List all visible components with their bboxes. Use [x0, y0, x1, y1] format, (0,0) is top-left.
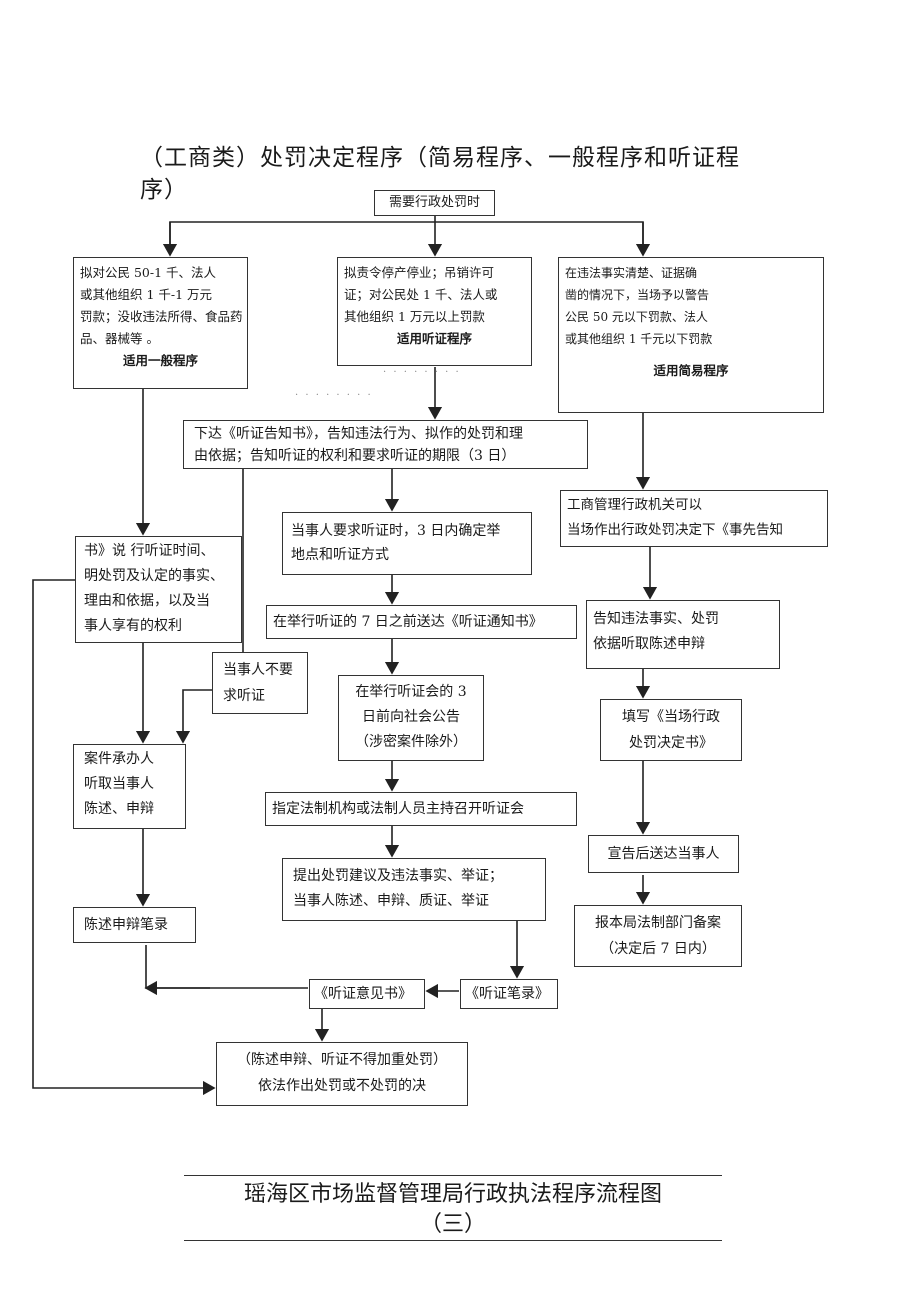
node-hearing-label: 适用听证程序 — [396, 331, 472, 346]
node-onsite-decide-line-1: 工商管理行政机关可以 — [567, 497, 702, 513]
node-hearing-notice-line-1: 下达《听证告知书》，告知违法行为、拟作的处罚和理 — [194, 426, 523, 442]
node-general: 拟对公民 50-1 千、法人 或其他组织 1 千-1 万元 罚款；没收违法所得、… — [73, 257, 248, 389]
node-hearing-line-1: 拟责令停产停业；吊销许可 — [344, 265, 495, 280]
node-deliver-label: 宣告后送达当事人 — [607, 846, 720, 862]
footer-caption: 瑶海区市场监督管理局行政执法程序流程图 （三） — [184, 1175, 722, 1241]
node-onsite-decide: 工商管理行政机关可以 当场作出行政处罚决定下《事先告知 — [560, 490, 828, 547]
node-hearing-record-label: 《听证笔录》 — [465, 986, 549, 1002]
page-title: （工商类）处罚决定程序（简易程序、一般程序和听证程 序） — [140, 142, 780, 206]
node-general-line-4: 品、器械等 。 — [80, 331, 159, 346]
node-hearing-notice-line-2: 由依据；告知听证的权利和要求听证的期限（3 日） — [194, 448, 516, 464]
node-fill-form: 填写《当场行政 处罚决定书》 — [600, 699, 742, 761]
node-inform-facts-line-1: 告知违法事实、处罚 — [593, 611, 719, 627]
dotted-mark: . . . . . . . . — [383, 364, 461, 375]
node-general-label: 适用一般程序 — [122, 353, 198, 368]
title-line-1: （工商类）处罚决定程序（简易程序、一般程序和听证程 — [140, 145, 740, 171]
node-public-notice: 在举行听证会的 3 日前向社会公告 （涉密案件除外） — [338, 675, 484, 761]
node-onsite-decide-line-2: 当场作出行政处罚决定下《事先告知 — [567, 522, 783, 538]
node-report: 报本局法制部门备案 （决定后 7 日内） — [574, 905, 742, 967]
node-hearing-line-2: 证；对公民处 1 千、法人或 — [344, 287, 498, 302]
node-hearing-line-3: 其他组织 1 万元以上罚款 — [344, 309, 485, 324]
node-simple-line-2: 凿的情况下，当场予以警告 — [565, 288, 710, 302]
dotted-mark: . . . . . . . . — [295, 387, 373, 398]
node-fill-form-line-1: 填写《当场行政 — [622, 709, 720, 725]
node-no-hearing-line-1: 当事人不要 — [223, 662, 293, 678]
node-general-notice-line-1: 书》说 行听证时间、 — [84, 543, 215, 559]
node-party-request-line-1: 当事人要求听证时，3 日内确定举 — [291, 523, 501, 539]
node-general-line-3: 罚款；没收违法所得、食品药 — [80, 309, 243, 324]
node-no-hearing: 当事人不要 求听证 — [212, 652, 308, 714]
node-present-evidence: 提出处罚建议及违法事实、举证； 当事人陈述、申辩、质证、举证 — [282, 858, 546, 921]
node-no-hearing-line-2: 求听证 — [223, 688, 265, 704]
node-hearing-notice: 下达《听证告知书》，告知违法行为、拟作的处罚和理 由依据；告知听证的权利和要求听… — [183, 420, 588, 469]
node-general-notice: 书》说 行听证时间、 明处罚及认定的事实、 理由和依据，以及当 事人享有的权利 — [75, 536, 242, 643]
node-simple: 在违法事实清楚、证据确 凿的情况下，当场予以警告 公民 50 元以下罚款、法人 … — [558, 257, 824, 413]
node-present-evidence-line-1: 提出处罚建议及违法事实、举证； — [293, 868, 503, 884]
node-party-request: 当事人要求听证时，3 日内确定举 地点和听证方式 — [282, 512, 532, 575]
node-statement-record: 陈述申辩笔录 — [73, 907, 196, 943]
node-report-line-1: 报本局法制部门备案 — [595, 915, 721, 931]
footer-line-1: 瑶海区市场监督管理局行政执法程序流程图 — [243, 1182, 662, 1207]
node-party-request-line-2: 地点和听证方式 — [291, 547, 389, 563]
node-hearing: 拟责令停产停业；吊销许可 证；对公民处 1 千、法人或 其他组织 1 万元以上罚… — [337, 257, 532, 366]
node-deliver: 宣告后送达当事人 — [588, 835, 739, 873]
node-inform-facts-line-2: 依据听取陈述申辩 — [593, 636, 705, 652]
node-simple-label: 适用简易程序 — [653, 363, 729, 378]
node-handler-listen-line-3: 陈述、申辩 — [84, 801, 154, 817]
node-appoint-host: 指定法制机构或法制人员主持召开听证会 — [265, 792, 577, 826]
node-final-decision-line-1: （陈述申辩、听证不得加重处罚） — [237, 1052, 447, 1068]
node-present-evidence-line-2: 当事人陈述、申辩、质证、举证 — [293, 893, 489, 909]
node-fill-form-line-2: 处罚决定书》 — [629, 735, 713, 751]
node-general-notice-line-3: 理由和依据，以及当 — [84, 593, 210, 609]
node-handler-listen-line-2: 听取当事人 — [84, 776, 154, 792]
node-handler-listen: 案件承办人 听取当事人 陈述、申辩 — [73, 744, 186, 829]
node-inform-facts: 告知违法事实、处罚 依据听取陈述申辩 — [586, 600, 780, 669]
node-general-line-1: 拟对公民 50-1 千、法人 — [80, 265, 217, 280]
node-general-notice-line-2: 明处罚及认定的事实、 — [84, 568, 224, 584]
node-notify-7days: 在举行听证的 7 日之前送达《听证通知书》 — [266, 605, 577, 639]
node-general-line-2: 或其他组织 1 千-1 万元 — [80, 287, 213, 302]
node-final-decision-line-2: 依法作出处罚或不处罚的决 — [258, 1078, 426, 1094]
node-general-notice-line-4: 事人享有的权利 — [84, 618, 182, 634]
node-public-notice-line-2: 日前向社会公告 — [362, 709, 460, 725]
node-public-notice-line-1: 在举行听证会的 3 — [355, 684, 467, 700]
node-report-line-2: （决定后 7 日内） — [600, 941, 716, 957]
node-simple-line-4: 或其他组织 1 千元以下罚款 — [565, 332, 713, 346]
node-start: 需要行政处罚时 — [374, 190, 495, 216]
node-statement-record-label: 陈述申辩笔录 — [84, 917, 168, 933]
node-appoint-host-label: 指定法制机构或法制人员主持召开听证会 — [272, 801, 524, 817]
node-notify-7days-label: 在举行听证的 7 日之前送达《听证通知书》 — [273, 614, 543, 630]
node-public-notice-line-3: （涉密案件除外） — [355, 734, 467, 750]
node-simple-line-1: 在违法事实清楚、证据确 — [565, 266, 698, 280]
node-hearing-record: 《听证笔录》 — [460, 979, 558, 1009]
footer-line-2: （三） — [419, 1212, 486, 1237]
node-start-label: 需要行政处罚时 — [388, 195, 480, 210]
node-simple-line-3: 公民 50 元以下罚款、法人 — [565, 310, 708, 324]
node-hearing-opinion-label: 《听证意见书》 — [314, 986, 412, 1002]
title-line-2: 序） — [140, 177, 188, 203]
node-handler-listen-line-1: 案件承办人 — [84, 751, 154, 767]
node-hearing-opinion: 《听证意见书》 — [309, 979, 425, 1009]
node-final-decision: （陈述申辩、听证不得加重处罚） 依法作出处罚或不处罚的决 — [216, 1042, 468, 1106]
